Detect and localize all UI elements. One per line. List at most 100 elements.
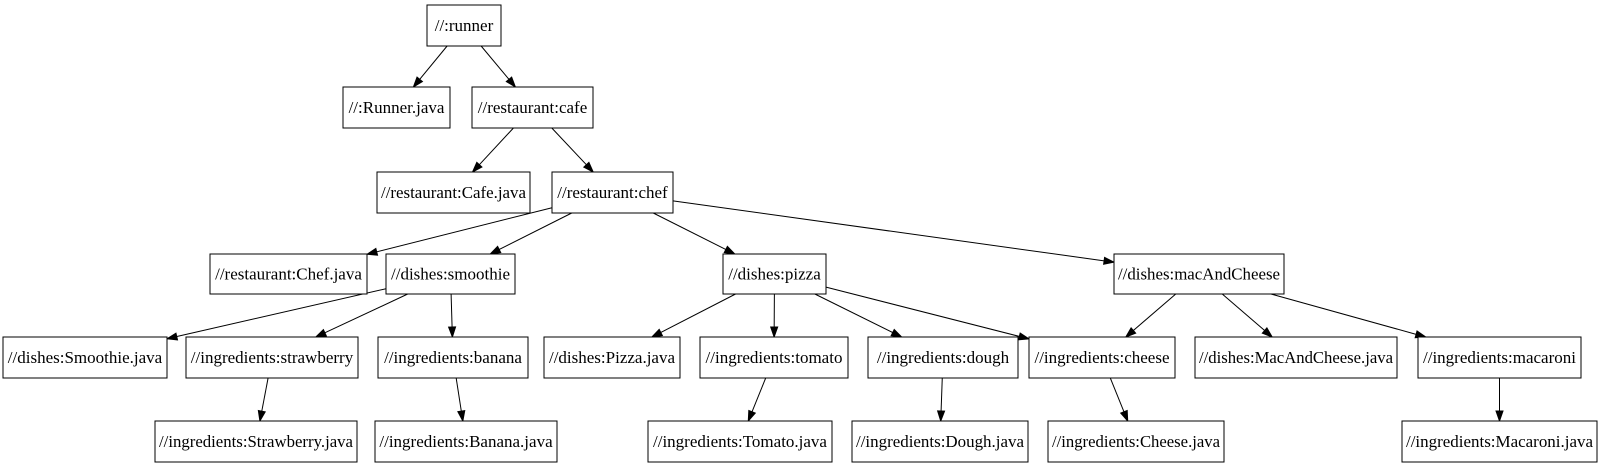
edge-line (450, 293, 453, 329)
edge-line (498, 212, 572, 251)
graph-edge-macaroni-macaroni_java (1495, 378, 1504, 423)
graph-edge-strawberry-strawberry_java (257, 377, 269, 423)
graph-node-tomato: //ingredients:tomato (699, 336, 849, 379)
graph-node-runner: //:runner (426, 4, 502, 47)
edge-line (375, 207, 553, 253)
edge-arrowhead-icon (1495, 410, 1504, 423)
edge-arrowhead-icon (723, 245, 737, 255)
edge-line (1221, 293, 1266, 332)
node-label: //ingredients:Cheese.java (1052, 432, 1220, 451)
node-label: //dishes:pizza (728, 265, 821, 284)
graph-node-banana: //ingredients:banana (377, 336, 529, 379)
edge-arrowhead-icon (1103, 256, 1116, 265)
node-box (1113, 253, 1285, 295)
edge-arrowhead-icon (165, 332, 179, 341)
node-box (154, 420, 358, 463)
edge-arrowhead-icon (1119, 409, 1129, 423)
edge-arrowhead-icon (447, 326, 457, 339)
graph-edge-chef-pizza (653, 212, 737, 255)
node-box (374, 420, 558, 463)
graph-node-cafe_java: //restaurant:Cafe.java (376, 171, 531, 214)
node-label: //ingredients:Banana.java (379, 432, 553, 451)
edge-arrowhead-icon (1261, 326, 1274, 338)
node-box (722, 253, 827, 295)
edge-line (751, 377, 767, 413)
node-label: //restaurant:chef (557, 183, 668, 202)
edge-line (480, 45, 510, 81)
edge-line (175, 288, 387, 338)
graph-node-cheese_java: //ingredients:Cheese.java (1047, 420, 1225, 463)
graph-edge-banana-banana_java (455, 377, 466, 423)
node-box (426, 4, 502, 47)
graph-edge-smoothie-strawberry (314, 293, 408, 338)
graph-edge-pizza-dough (814, 293, 903, 338)
node-label: //dishes:Pizza.java (549, 348, 676, 367)
graph-edge-cafe-cafe_java (471, 127, 514, 174)
edge-arrowhead-icon (314, 328, 328, 338)
graph-node-chef_java: //restaurant:Chef.java (209, 253, 368, 295)
node-box (342, 86, 451, 129)
graph-node-macaroni_java: //ingredients:Macaroni.java (1401, 420, 1598, 463)
node-label: //ingredients:Tomato.java (653, 432, 827, 451)
edge-line (825, 286, 1021, 338)
node-box (376, 171, 531, 214)
graph-edge-cafe-chef (551, 127, 595, 174)
edge-line (551, 127, 588, 166)
node-label: //dishes:smoothie (391, 265, 510, 284)
edge-line (659, 293, 736, 334)
graph-node-cheese: //ingredients:cheese (1028, 336, 1176, 379)
node-box (209, 253, 368, 295)
node-label: //ingredients:Macaroni.java (1406, 432, 1593, 451)
node-box (2, 336, 168, 379)
node-label: //restaurant:cafe (478, 98, 588, 117)
graph-edge-chef-smoothie (488, 212, 572, 255)
node-label: //dishes:MacAndCheese.java (1199, 348, 1393, 367)
graph-node-strawberry: //ingredients:strawberry (185, 336, 359, 379)
graph-edge-chef-mac_and_cheese (672, 200, 1116, 265)
edge-arrowhead-icon (471, 161, 483, 174)
node-label: //dishes:Smoothie.java (8, 348, 163, 367)
graph-edge-smoothie-smoothie_java (165, 288, 387, 341)
graph-node-pizza_java: //dishes:Pizza.java (543, 336, 681, 379)
node-label: //restaurant:Cafe.java (381, 183, 526, 202)
graph-node-macaroni: //ingredients:macaroni (1417, 336, 1582, 379)
graph-node-smoothie: //dishes:smoothie (385, 253, 516, 295)
graph-edge-runner-cafe (480, 45, 517, 89)
graph-edge-pizza-pizza_java (650, 293, 736, 338)
graph-node-dough: //ingredients:dough (867, 336, 1019, 379)
edge-line (261, 377, 269, 413)
edge-line (418, 45, 448, 81)
edge-line (455, 377, 462, 413)
graph-edge-mac_and_cheese-macaroni (1270, 293, 1428, 339)
node-label: //ingredients:tomato (706, 348, 843, 367)
edge-line (653, 212, 727, 251)
edge-arrowhead-icon (1124, 326, 1137, 338)
node-box (377, 336, 529, 379)
node-label: //ingredients:dough (877, 348, 1010, 367)
graph-edge-chef-chef_java (365, 207, 553, 256)
node-layer: //:runner//:Runner.java//restaurant:cafe… (2, 4, 1598, 463)
node-box (1028, 336, 1176, 379)
node-label: //ingredients:cheese (1034, 348, 1169, 367)
graph-node-strawberry_java: //ingredients:Strawberry.java (154, 420, 358, 463)
graph-node-mac_and_cheese: //dishes:macAndCheese (1113, 253, 1285, 295)
node-box (551, 171, 674, 214)
node-box (471, 86, 594, 129)
node-box (867, 336, 1019, 379)
node-box (385, 253, 516, 295)
node-label: //ingredients:Dough.java (856, 432, 1024, 451)
edge-arrowhead-icon (365, 247, 379, 256)
edge-arrowhead-icon (1017, 332, 1031, 341)
edge-arrowhead-icon (582, 161, 595, 174)
node-label: //dishes:macAndCheese (1118, 265, 1280, 284)
node-box (1401, 420, 1598, 463)
node-label: //ingredients:strawberry (191, 348, 354, 367)
node-box (1194, 336, 1398, 379)
node-box (185, 336, 359, 379)
node-label: //:runner (435, 16, 494, 35)
node-label: //ingredients:banana (384, 348, 522, 367)
node-box (543, 336, 681, 379)
graph-node-tomato_java: //ingredients:Tomato.java (647, 420, 833, 463)
